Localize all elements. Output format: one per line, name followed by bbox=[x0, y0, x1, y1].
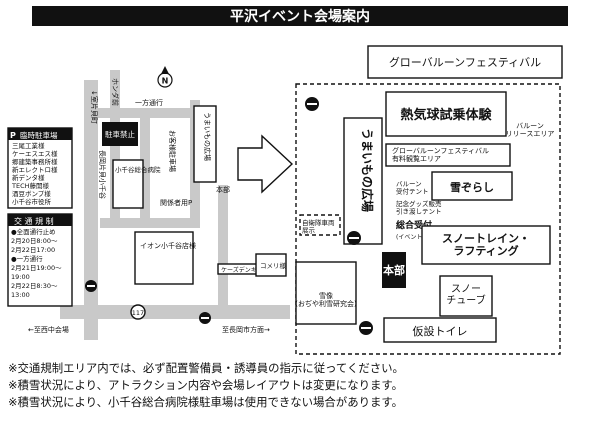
parking-lot-item: 酒豆ボンプ様 bbox=[12, 189, 51, 198]
svg-text:P: P bbox=[10, 131, 16, 140]
global-paid-label: グローバルーンフェスティバル有料観覧エリア bbox=[392, 146, 489, 163]
balloon-label: 熱気球試乗体験 bbox=[400, 107, 492, 123]
traffic-line: ●一方通行 bbox=[11, 254, 43, 263]
left-umaimono-box bbox=[193, 105, 217, 183]
parking-lot-item: 小千谷市役所 bbox=[12, 197, 52, 206]
nagaoka-label: 長岡片貝小千谷 bbox=[98, 150, 107, 199]
right-map: グローバルーンフェスティバル 熱気球試乗体験 バルーンリリースエリア グローバル… bbox=[295, 45, 563, 355]
parking-lot-item: 新エレクトロ様 bbox=[12, 165, 58, 174]
snowbus-label: 雪像(おぢや利雪研究会) bbox=[295, 291, 357, 308]
higashi-label: 至長岡市方面→ bbox=[222, 325, 270, 334]
route-label: 117 bbox=[132, 309, 144, 317]
kankeisha-label: 関係者用P bbox=[160, 198, 192, 207]
uketsuke-sub: (イベント受付) bbox=[396, 233, 437, 241]
no-entry-icon bbox=[85, 280, 211, 324]
hoken-label: ホンダ前 bbox=[111, 78, 120, 106]
traffic-line: 2月21日19:00〜 bbox=[11, 264, 62, 272]
traffic-line: ●全面通行止め bbox=[11, 227, 56, 236]
parking-lot-item: ケーエスエス様 bbox=[12, 149, 58, 158]
snowtube-label: スノーチューブ bbox=[446, 284, 485, 307]
traffic-line: 2月20日8:00〜 bbox=[11, 237, 58, 245]
balloon-tent-label: バルーン受付テント bbox=[396, 180, 429, 195]
parking-lot-item: TECH藤開様 bbox=[11, 181, 50, 190]
chushakinshi-label: 駐車禁止 bbox=[105, 129, 135, 139]
left-map: N ↓室片貝町 ホンダ前 一方通行 駐車禁止 小千谷総合病院 関係者用P 長岡片… bbox=[7, 66, 294, 340]
no-entry-icon bbox=[305, 97, 373, 335]
right-arrow-icon bbox=[237, 134, 294, 194]
ion-label: イオン小千谷店様 bbox=[140, 241, 196, 250]
left-honbu-label: 本部 bbox=[216, 185, 230, 194]
left-umaimono-label: うまいもの広場 bbox=[203, 112, 212, 161]
traffic-line: 13:00 bbox=[11, 291, 30, 299]
muro-label: ↓室片貝町 bbox=[90, 90, 99, 124]
parking-lot-item: 新デンタ様 bbox=[12, 173, 45, 182]
self-defense-label: 自衛隊車両展示 bbox=[302, 218, 335, 234]
route-marker bbox=[130, 304, 146, 320]
traffic-header: 交 通 規 制 bbox=[14, 216, 54, 226]
nishi-label: ←至西中会場 bbox=[28, 325, 69, 334]
parking-lot-item: 三尾工業様 bbox=[12, 141, 45, 150]
umaimono-area bbox=[343, 117, 383, 245]
global-fest-label: グローバルーンフェスティバル bbox=[389, 55, 541, 69]
note-2: ※積雪状況により、アトラクション内容や会場レイアウトは変更になります。 bbox=[8, 378, 404, 392]
title-bar bbox=[32, 6, 568, 26]
parking-list: 三尾工業様ケーエスエス様郷建築事務所様新エレクトロ様新デンタ様TECH藤開様酒豆… bbox=[11, 141, 58, 206]
traffic-list: ●全面通行止め2月20日8:00〜2月22日17:00●一方通行2月21日19:… bbox=[11, 227, 62, 299]
parking-lot-item: 郷建築事務所様 bbox=[12, 157, 58, 166]
page-title: 平沢イベント会場案内 bbox=[230, 8, 370, 25]
goods-label: 記念グッズ販売引き渡しテント bbox=[396, 199, 442, 215]
yuki-label: 雪ぞらし bbox=[450, 181, 494, 194]
note-3: ※積雪状況により、小千谷総合病院様駐車場は使用できない場合があります。 bbox=[8, 395, 404, 409]
traffic-line: 19:00 bbox=[11, 273, 30, 281]
traffic-line: 2月22日8:30〜 bbox=[11, 282, 58, 290]
note-1: ※交通規制エリア内では、必ず配置警備員・誘導員の指示に従ってください。 bbox=[8, 361, 404, 375]
relay-label: お客様駐車場 bbox=[168, 130, 177, 172]
release-label: バルーンリリースエリア bbox=[506, 122, 555, 138]
honbu-label: 本部 bbox=[383, 263, 405, 277]
kurisu-label: ケーズデンキ様 bbox=[221, 266, 263, 274]
snowrain-label: スノートレイン・ラフティング bbox=[442, 232, 530, 258]
umaimono-label: うまいもの広場 bbox=[360, 128, 375, 212]
traffic-line: 2月22日17:00 bbox=[11, 246, 55, 254]
ichihou-label: 一方通行 bbox=[135, 98, 163, 107]
toilet-label: 仮設トイレ bbox=[413, 324, 468, 338]
parking-header: 臨時駐車場 bbox=[20, 130, 58, 140]
hospital-label: 小千谷総合病院 bbox=[115, 165, 161, 174]
komeri-label: コメリ様 bbox=[260, 261, 287, 270]
north-label: N bbox=[162, 77, 169, 86]
